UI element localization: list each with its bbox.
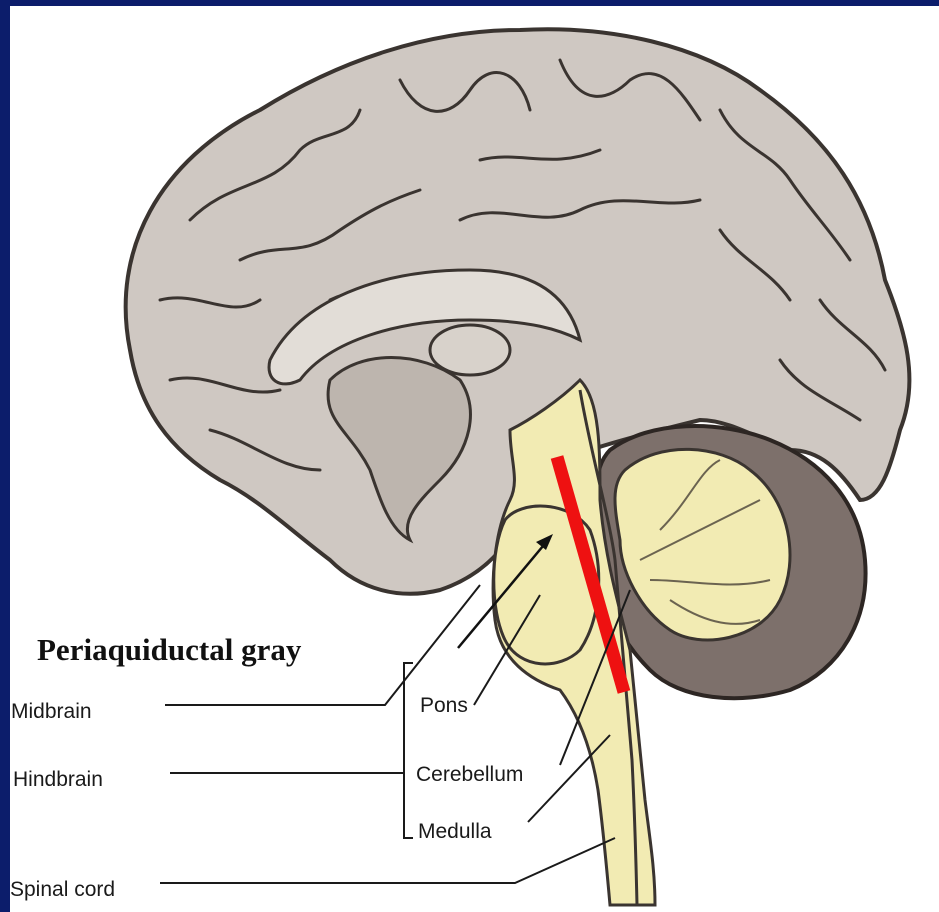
- periaqueductal-gray-callout: Periaquiductal gray: [37, 634, 301, 665]
- label-spinal-cord: Spinal cord: [10, 879, 115, 900]
- label-midbrain: Midbrain: [11, 701, 92, 722]
- bracket: [404, 663, 413, 838]
- label-cerebellum: Cerebellum: [416, 764, 523, 785]
- label-pons: Pons: [420, 695, 468, 716]
- label-medulla: Medulla: [418, 821, 492, 842]
- illustration-panel: Periaquiductal gray Midbrain Hindbrain S…: [10, 6, 939, 912]
- spinal-cord-leader: [160, 838, 615, 883]
- label-hindbrain: Hindbrain: [13, 769, 103, 790]
